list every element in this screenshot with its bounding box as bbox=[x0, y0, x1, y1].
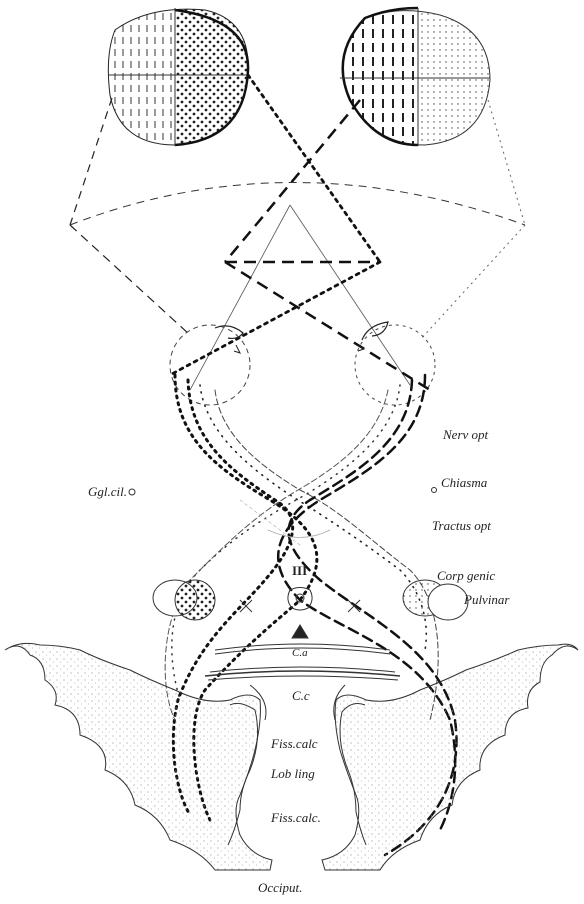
label-ca: C.a bbox=[292, 647, 308, 659]
label-ggl-cil: Ggl.cil. bbox=[88, 484, 127, 499]
chiasma-marker bbox=[432, 488, 437, 493]
labels: Nerv opt Chiasma Ggl.cil. Tractus opt II… bbox=[88, 427, 510, 895]
label-fiss-calc-lower: Fiss.calc. bbox=[270, 810, 321, 825]
brain-outline bbox=[5, 643, 578, 870]
label-nerv-opt: Nerv opt bbox=[442, 427, 489, 442]
label-cc: C.c bbox=[292, 688, 310, 703]
label-chiasma: Chiasma bbox=[441, 475, 488, 490]
right-visual-field bbox=[330, 0, 498, 150]
label-pulvinar: Pulvinar bbox=[463, 592, 510, 607]
label-III: III bbox=[292, 563, 307, 578]
label-tractus-opt: Tractus opt bbox=[432, 518, 491, 533]
left-eye bbox=[170, 325, 250, 405]
lateral-geniculate-right bbox=[403, 580, 468, 620]
midbrain-structure bbox=[288, 588, 312, 639]
left-visual-field bbox=[100, 0, 255, 150]
ganglion-ciliare-marker bbox=[129, 489, 135, 495]
label-occiput: Occiput. bbox=[258, 880, 302, 895]
label-lob-ling: Lob ling bbox=[270, 766, 315, 781]
label-fiss-calc-upper: Fiss.calc bbox=[270, 736, 318, 751]
lateral-geniculate-left bbox=[153, 580, 215, 620]
label-corp-genic: Corp genic bbox=[437, 568, 495, 583]
